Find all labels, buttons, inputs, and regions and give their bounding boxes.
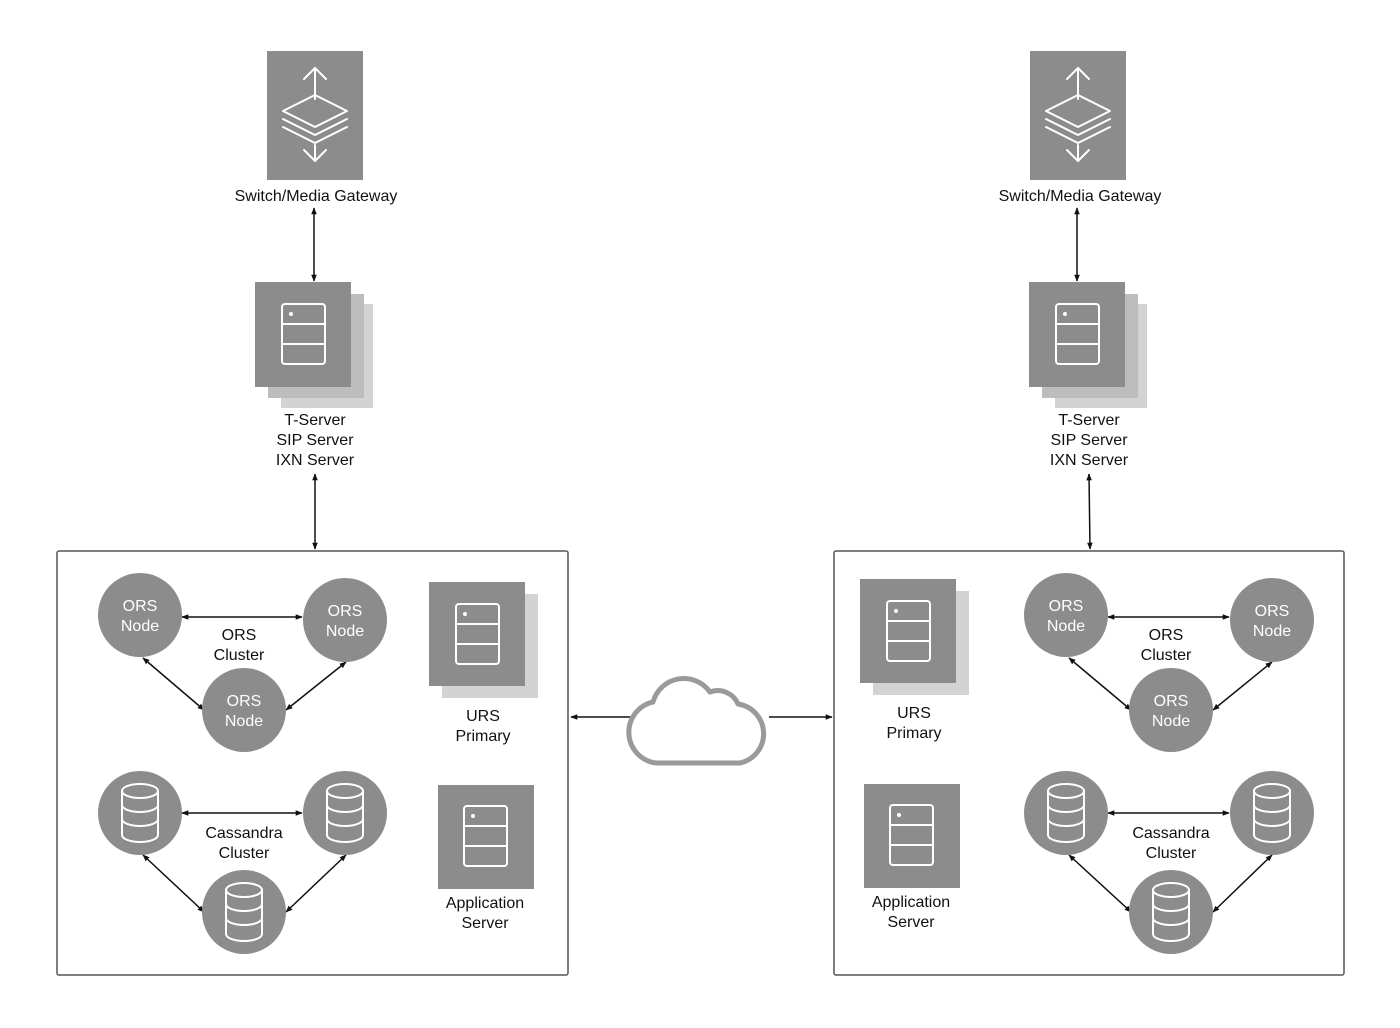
server-stack-icon bbox=[886, 600, 931, 662]
left-ors-node-1-label-2: Node bbox=[121, 618, 159, 635]
left-urs-primary bbox=[429, 582, 538, 698]
right-ors-node-2 bbox=[1230, 578, 1314, 662]
right-cassandra-label-2: Cluster bbox=[1146, 845, 1197, 862]
left-cassandra-cluster: Cassandra Cluster bbox=[98, 771, 387, 954]
left-app-server-label-2: Server bbox=[461, 915, 509, 932]
left-gateway-label: Switch/Media Gateway bbox=[235, 188, 398, 205]
right-gateway-label: Switch/Media Gateway bbox=[999, 188, 1162, 205]
left-ors-node-1-label-1: ORS bbox=[123, 598, 158, 615]
left-ors-node-3-label-1: ORS bbox=[227, 693, 262, 710]
cloud-icon bbox=[626, 675, 767, 766]
server-icon bbox=[889, 804, 934, 866]
left-ors-node-2 bbox=[303, 578, 387, 662]
left-site: Switch/Media Gateway T-Server SIP Server… bbox=[56, 51, 569, 976]
left-app-server-label-1: Application bbox=[446, 895, 524, 912]
right-ors-cluster-label-2: Cluster bbox=[1141, 647, 1192, 664]
left-tserver-label-2: SIP Server bbox=[276, 432, 354, 449]
right-urs-label-2: Primary bbox=[886, 725, 941, 742]
left-urs-label-1: URS bbox=[466, 708, 500, 725]
right-urs-label-1: URS bbox=[897, 705, 931, 722]
right-cassandra-cluster: Cassandra Cluster bbox=[1024, 771, 1314, 954]
left-ors-node-1 bbox=[98, 573, 182, 657]
database-icon bbox=[326, 783, 365, 843]
switch-media-gateway-icon bbox=[282, 67, 348, 162]
left-ors-link-right bbox=[285, 661, 347, 711]
right-cass-link-left bbox=[1068, 854, 1132, 913]
database-icon bbox=[1047, 783, 1086, 843]
left-ors-link-left bbox=[142, 657, 205, 711]
database-icon bbox=[1253, 783, 1292, 843]
right-cass-link-right bbox=[1212, 854, 1273, 913]
left-site-box bbox=[56, 550, 569, 976]
right-switch-media-gateway bbox=[1030, 51, 1126, 180]
right-tserver-label-2: SIP Server bbox=[1050, 432, 1128, 449]
left-ors-node-2-label-1: ORS bbox=[328, 603, 363, 620]
left-app-server-box bbox=[438, 785, 534, 889]
right-tserver-label-3: IXN Server bbox=[1050, 452, 1129, 469]
left-cassandra-label-2: Cluster bbox=[219, 845, 270, 862]
right-ors-node-3 bbox=[1129, 668, 1213, 752]
right-tserver bbox=[1029, 282, 1147, 408]
left-cass-link-right bbox=[285, 854, 347, 913]
left-ors-cluster: ORS Node ORS Node ORS Node ORS Cluster bbox=[98, 573, 387, 752]
right-app-server-box bbox=[864, 784, 960, 888]
right-urs-primary bbox=[860, 579, 969, 695]
left-tserver-box bbox=[255, 282, 351, 387]
right-ors-cluster-label-1: ORS bbox=[1149, 627, 1184, 644]
left-tserver-label-1: T-Server bbox=[284, 412, 346, 429]
left-ors-cluster-label-2: Cluster bbox=[214, 647, 265, 664]
right-ors-link-left bbox=[1068, 657, 1132, 711]
left-ors-cluster-label-1: ORS bbox=[222, 627, 257, 644]
left-switch-media-gateway bbox=[267, 51, 363, 180]
right-site: Switch/Media Gateway T-Server SIP Server… bbox=[833, 51, 1345, 976]
database-icon bbox=[121, 783, 160, 843]
left-urs-label-2: Primary bbox=[455, 728, 510, 745]
server-stack-icon bbox=[1055, 303, 1100, 365]
database-icon bbox=[1152, 882, 1191, 942]
right-ors-node-3-label-2: Node bbox=[1152, 713, 1190, 730]
server-stack-icon bbox=[281, 303, 326, 365]
right-tserver-label-1: T-Server bbox=[1058, 412, 1120, 429]
left-cassandra-label-1: Cassandra bbox=[205, 825, 282, 842]
left-tserver bbox=[255, 282, 373, 408]
right-tserver-site-arrow bbox=[1086, 473, 1093, 550]
right-ors-cluster: ORS Node ORS Node ORS Node ORS Cluster bbox=[1024, 573, 1314, 752]
switch-media-gateway-icon bbox=[1045, 67, 1111, 162]
left-urs-box bbox=[429, 582, 525, 686]
right-ors-node-2-label-2: Node bbox=[1253, 623, 1291, 640]
right-ors-node-2-label-1: ORS bbox=[1255, 603, 1290, 620]
right-ors-link-right bbox=[1212, 661, 1273, 711]
left-ors-node-2-label-2: Node bbox=[326, 623, 364, 640]
right-cassandra-label-1: Cassandra bbox=[1132, 825, 1209, 842]
right-urs-box bbox=[860, 579, 956, 683]
right-application-server bbox=[864, 784, 960, 888]
left-ors-node-3-label-2: Node bbox=[225, 713, 263, 730]
left-ors-node-3 bbox=[202, 668, 286, 752]
server-icon bbox=[463, 805, 508, 867]
left-application-server bbox=[438, 785, 534, 889]
database-icon bbox=[225, 882, 264, 942]
right-ors-node-1 bbox=[1024, 573, 1108, 657]
right-ors-node-3-label-1: ORS bbox=[1154, 693, 1189, 710]
right-app-server-label-1: Application bbox=[872, 894, 950, 911]
right-ors-node-1-label-1: ORS bbox=[1049, 598, 1084, 615]
left-cass-link-left bbox=[142, 854, 205, 913]
right-site-box bbox=[833, 550, 1345, 976]
network-link bbox=[570, 675, 833, 766]
right-tserver-box bbox=[1029, 282, 1125, 387]
right-app-server-label-2: Server bbox=[887, 914, 935, 931]
server-stack-icon bbox=[455, 603, 500, 665]
right-ors-node-1-label-2: Node bbox=[1047, 618, 1085, 635]
left-tserver-label-3: IXN Server bbox=[276, 452, 355, 469]
